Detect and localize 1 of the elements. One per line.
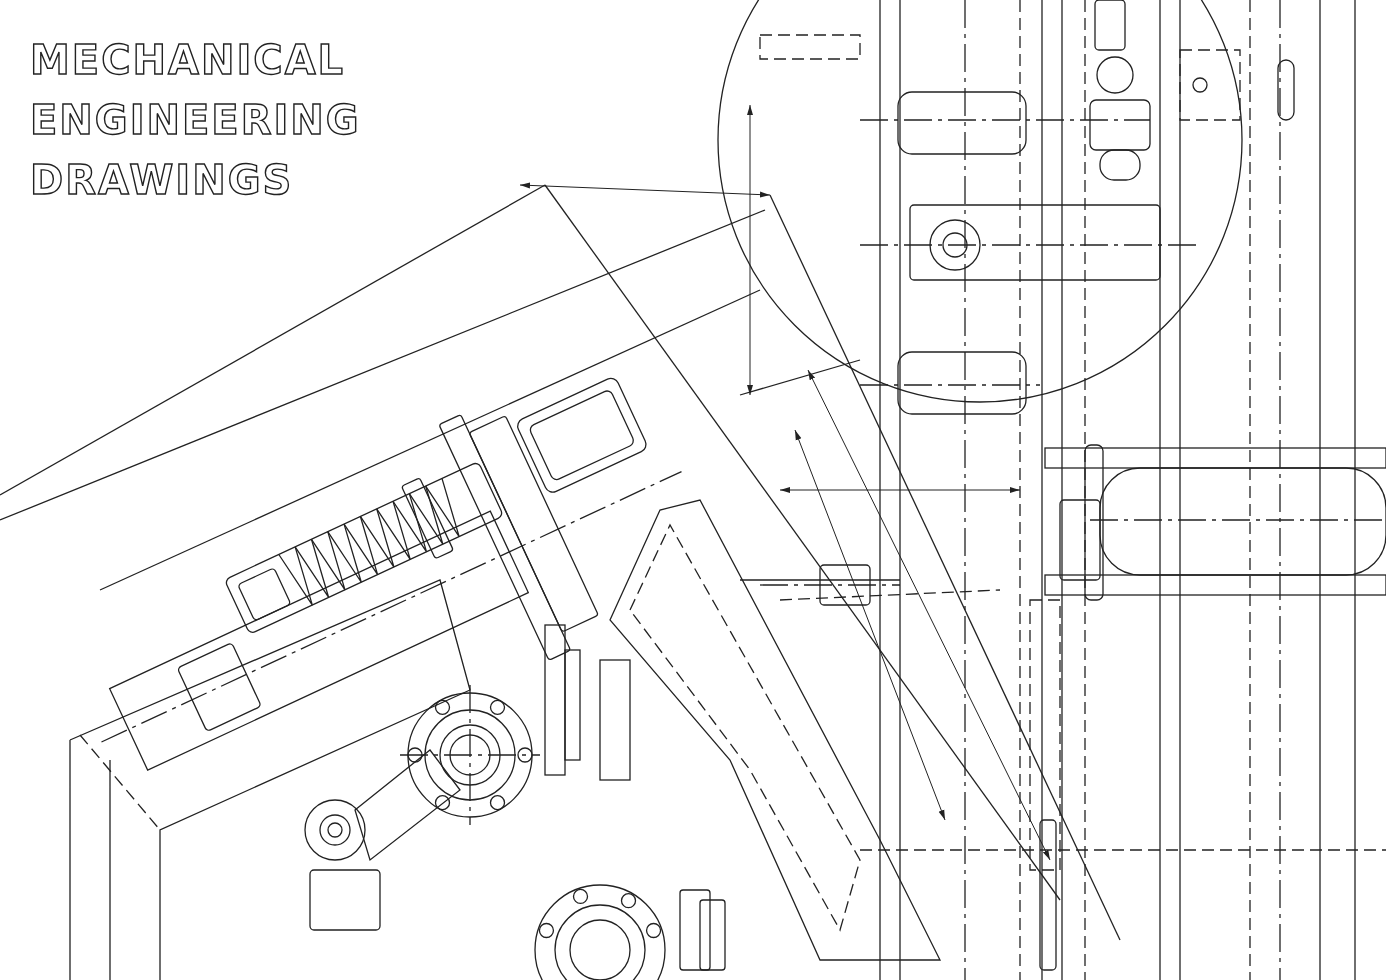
title: MECHANICAL ENGINEERING DRAWINGS [30, 36, 362, 205]
